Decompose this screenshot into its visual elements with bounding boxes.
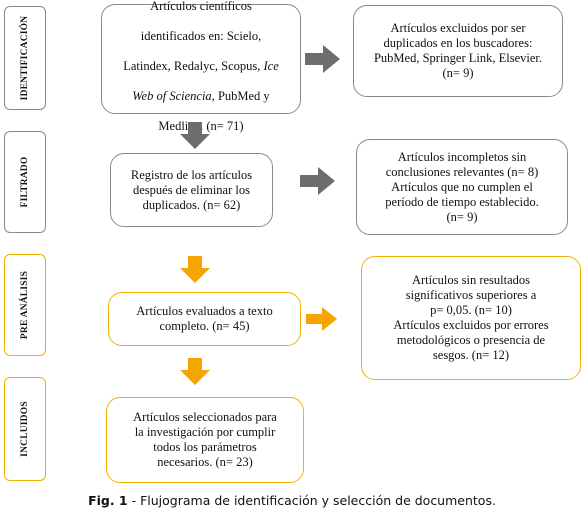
stage-pre-analisis: PRE ANÁLISIS <box>4 254 46 356</box>
stage-label: IDENTIFICACIÓN <box>20 15 30 101</box>
stage-filtrado: FILTRADO <box>4 131 46 233</box>
stage-incluidos: INCLUIDOS <box>4 377 46 481</box>
full-text-text: Artículos evaluados a texto completo. (n… <box>136 304 273 333</box>
box-incomplete: Artículos incompletos sin conclusiones r… <box>356 139 568 235</box>
box-identified: Artículos científicos identificados en: … <box>101 0 301 133</box>
incomplete-text: Artículos incompletos sin conclusiones r… <box>385 149 539 224</box>
identified-line: , PubMed y <box>211 89 270 103</box>
box-after-dedup: Registro de los artículos después de eli… <box>110 153 273 227</box>
identified-italic: Web of Sciencia <box>132 89 212 103</box>
down-arrow-icon <box>180 256 210 283</box>
stage-label: INCLUIDOS <box>20 401 30 457</box>
down-arrow-icon <box>180 122 210 149</box>
right-arrow-icon <box>305 45 340 73</box>
down-arrow-icon <box>180 358 210 385</box>
box-excluded-duplicates: Artículos excluidos por ser duplicados e… <box>353 5 563 97</box>
right-arrow-icon <box>306 307 337 331</box>
identified-italic: Ice <box>263 59 279 73</box>
figure-caption: Fig. 1 - Flujograma de identificación y … <box>0 493 584 508</box>
stage-identificacion: IDENTIFICACIÓN <box>4 6 46 110</box>
no-results-text: Artículos sin resultados significativos … <box>393 273 549 362</box>
after-dedup-text: Registro de los artículos después de eli… <box>130 167 253 212</box>
box-selected: Artículos seleccionados para la investig… <box>106 397 304 483</box>
identified-line: identificados en: Scielo, <box>140 29 262 43</box>
caption-label: Fig. 1 <box>88 493 128 508</box>
stage-label: FILTRADO <box>20 156 30 208</box>
box-no-results: Artículos sin resultados significativos … <box>361 256 581 380</box>
excluded-duplicates-text: Artículos excluidos por ser duplicados e… <box>373 21 543 80</box>
identified-line: Artículos científicos <box>150 0 252 13</box>
stage-label: PRE ANÁLISIS <box>20 270 30 340</box>
identified-line: Latindex, Redalyc, Scopus, <box>123 59 264 73</box>
selected-text: Artículos seleccionados para la investig… <box>133 410 277 469</box>
right-arrow-icon <box>300 167 335 195</box>
box-full-text: Artículos evaluados a texto completo. (n… <box>108 292 301 346</box>
caption-text: - Flujograma de identificación y selecci… <box>127 493 496 508</box>
